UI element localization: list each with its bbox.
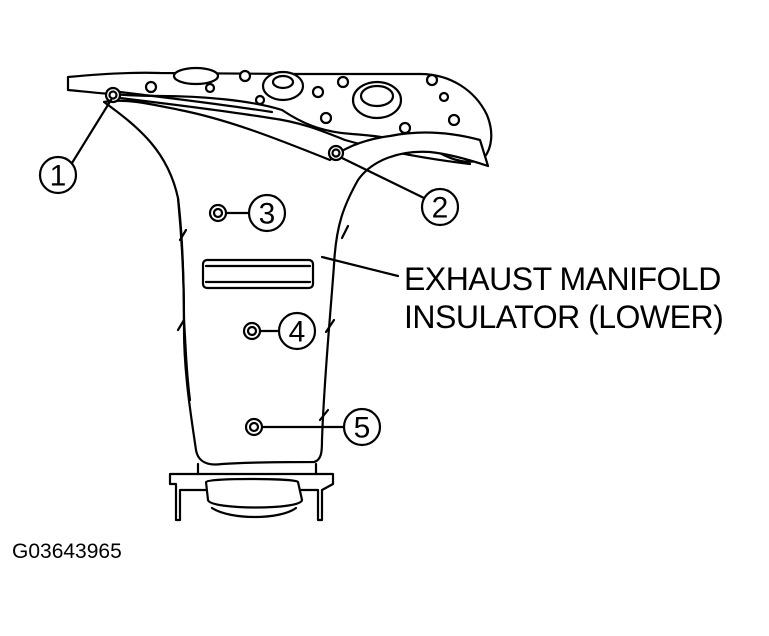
callout-1-number: 1 [50,160,67,193]
figure-id: G03643965 [12,540,122,563]
downpipe-flange [168,462,335,522]
bolt-2 [327,144,345,162]
callout-5-number: 5 [354,412,371,445]
nut-5 [244,417,264,437]
callout-2-number: 2 [432,192,449,225]
part-label-line-1: EXHAUST MANIFOLD [404,261,721,297]
callout-3-number: 3 [259,198,276,231]
leader-lines [70,98,426,429]
cylinder-head-flange [66,66,493,166]
bolt-1 [104,86,122,104]
part-label-line-2: INSULATOR (LOWER) [404,299,724,335]
callout-1: 1 [38,155,78,195]
callout-2: 2 [420,187,460,227]
part-label: EXHAUST MANIFOLD INSULATOR (LOWER) [404,260,724,336]
callout-3: 3 [247,193,287,233]
nut-3 [208,203,228,223]
callout-4-number: 4 [289,316,306,349]
nut-4 [242,321,262,341]
callout-5: 5 [342,407,382,447]
callout-4: 4 [277,311,317,351]
